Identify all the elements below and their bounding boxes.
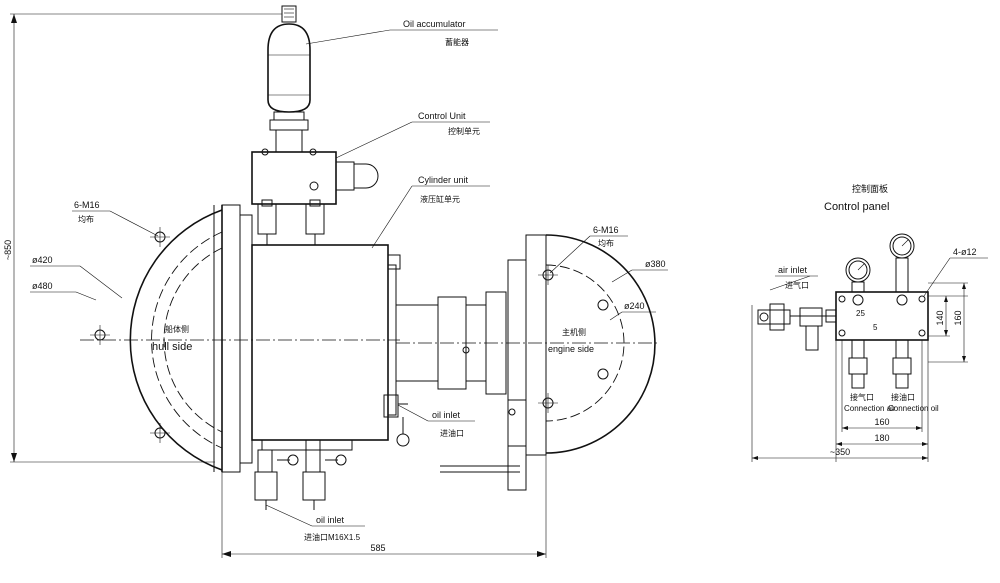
oil-inlet-right-label: oil inlet bbox=[432, 410, 461, 420]
bolts-right-cn: 均布 bbox=[598, 238, 614, 248]
oil-inlet-right-cn: 进油口 bbox=[440, 428, 464, 438]
height-850-label: ~850 bbox=[3, 240, 13, 260]
cylinder-unit-cn: 液压缸单元 bbox=[420, 194, 460, 204]
control-unit-cn: 控制单元 bbox=[448, 126, 480, 136]
holes-label: 4-ø12 bbox=[953, 247, 977, 257]
control-unit-label: Control Unit bbox=[418, 111, 466, 121]
hull-side-label: hull side bbox=[152, 341, 192, 353]
dia-240-label: ø240 bbox=[624, 301, 645, 311]
top-callouts: Oil accumulator 蓄能器 Control Unit 控制单元 Cy… bbox=[305, 19, 498, 249]
control-unit bbox=[251, 148, 379, 245]
conn-oil-cn: 接油口 bbox=[891, 392, 915, 402]
oil-inlet-callouts: oil inlet 进油口M16X1.5 oil inlet 进油口 bbox=[265, 404, 475, 542]
oil-accumulator-label: Oil accumulator bbox=[403, 19, 466, 29]
hull-side-flange: 船体侧 hull side bbox=[80, 204, 400, 473]
engine-side-label: engine side bbox=[548, 344, 594, 354]
control-panel-title: Control panel bbox=[824, 201, 889, 213]
cylinder-unit-label: Cylinder unit bbox=[418, 175, 469, 185]
oil-inlet-bottom-cn: 进油口M16X1.5 bbox=[304, 532, 361, 542]
control-panel-view: 控制面板 Control panel 25 5 air inlet 进气口 bbox=[751, 183, 988, 462]
dim-350-label: ~350 bbox=[830, 447, 850, 457]
dia-380-label: ø380 bbox=[645, 259, 666, 269]
dim-180-label: 180 bbox=[874, 433, 889, 443]
dim-25-label: 25 bbox=[856, 309, 865, 318]
conn-air-cn: 接气口 bbox=[850, 392, 874, 402]
control-panel-cn-title: 控制面板 bbox=[852, 183, 888, 194]
conn-air-label: Connection air bbox=[844, 404, 896, 413]
oil-accumulator bbox=[267, 5, 311, 153]
right-flange-callouts: 6-M16 均布 ø380 ø240 bbox=[549, 225, 668, 321]
left-flange-callouts: 6-M16 均布 ø420 ø480 bbox=[30, 200, 159, 301]
engine-side-cn-label: 主机侧 bbox=[562, 327, 586, 337]
width-585-label: 585 bbox=[370, 543, 385, 553]
bolts-left-label: 6-M16 bbox=[74, 200, 100, 210]
hull-side-cn-label: 船体侧 bbox=[165, 324, 189, 334]
bolts-left-cn: 均布 bbox=[78, 214, 94, 224]
dia-420-label: ø420 bbox=[32, 255, 53, 265]
dim-140-label: 140 bbox=[935, 310, 945, 325]
dim-5-label: 5 bbox=[873, 323, 878, 332]
air-inlet-cn: 进气口 bbox=[785, 280, 809, 290]
air-inlet-label: air inlet bbox=[778, 265, 808, 275]
oil-accumulator-cn: 蓄能器 bbox=[445, 37, 469, 47]
bottom-valves bbox=[254, 439, 347, 510]
dim-160v-label: 160 bbox=[953, 310, 963, 325]
oil-inlet-bottom-label: oil inlet bbox=[316, 515, 345, 525]
height-dimension: ~850 bbox=[3, 13, 282, 463]
dia-480-label: ø480 bbox=[32, 281, 53, 291]
conn-oil-label: Connection oil bbox=[888, 404, 939, 413]
engine-side-flange: 主机侧 engine side bbox=[440, 234, 656, 491]
bolts-right-label: 6-M16 bbox=[593, 225, 619, 235]
dim-160-label: 160 bbox=[874, 417, 889, 427]
